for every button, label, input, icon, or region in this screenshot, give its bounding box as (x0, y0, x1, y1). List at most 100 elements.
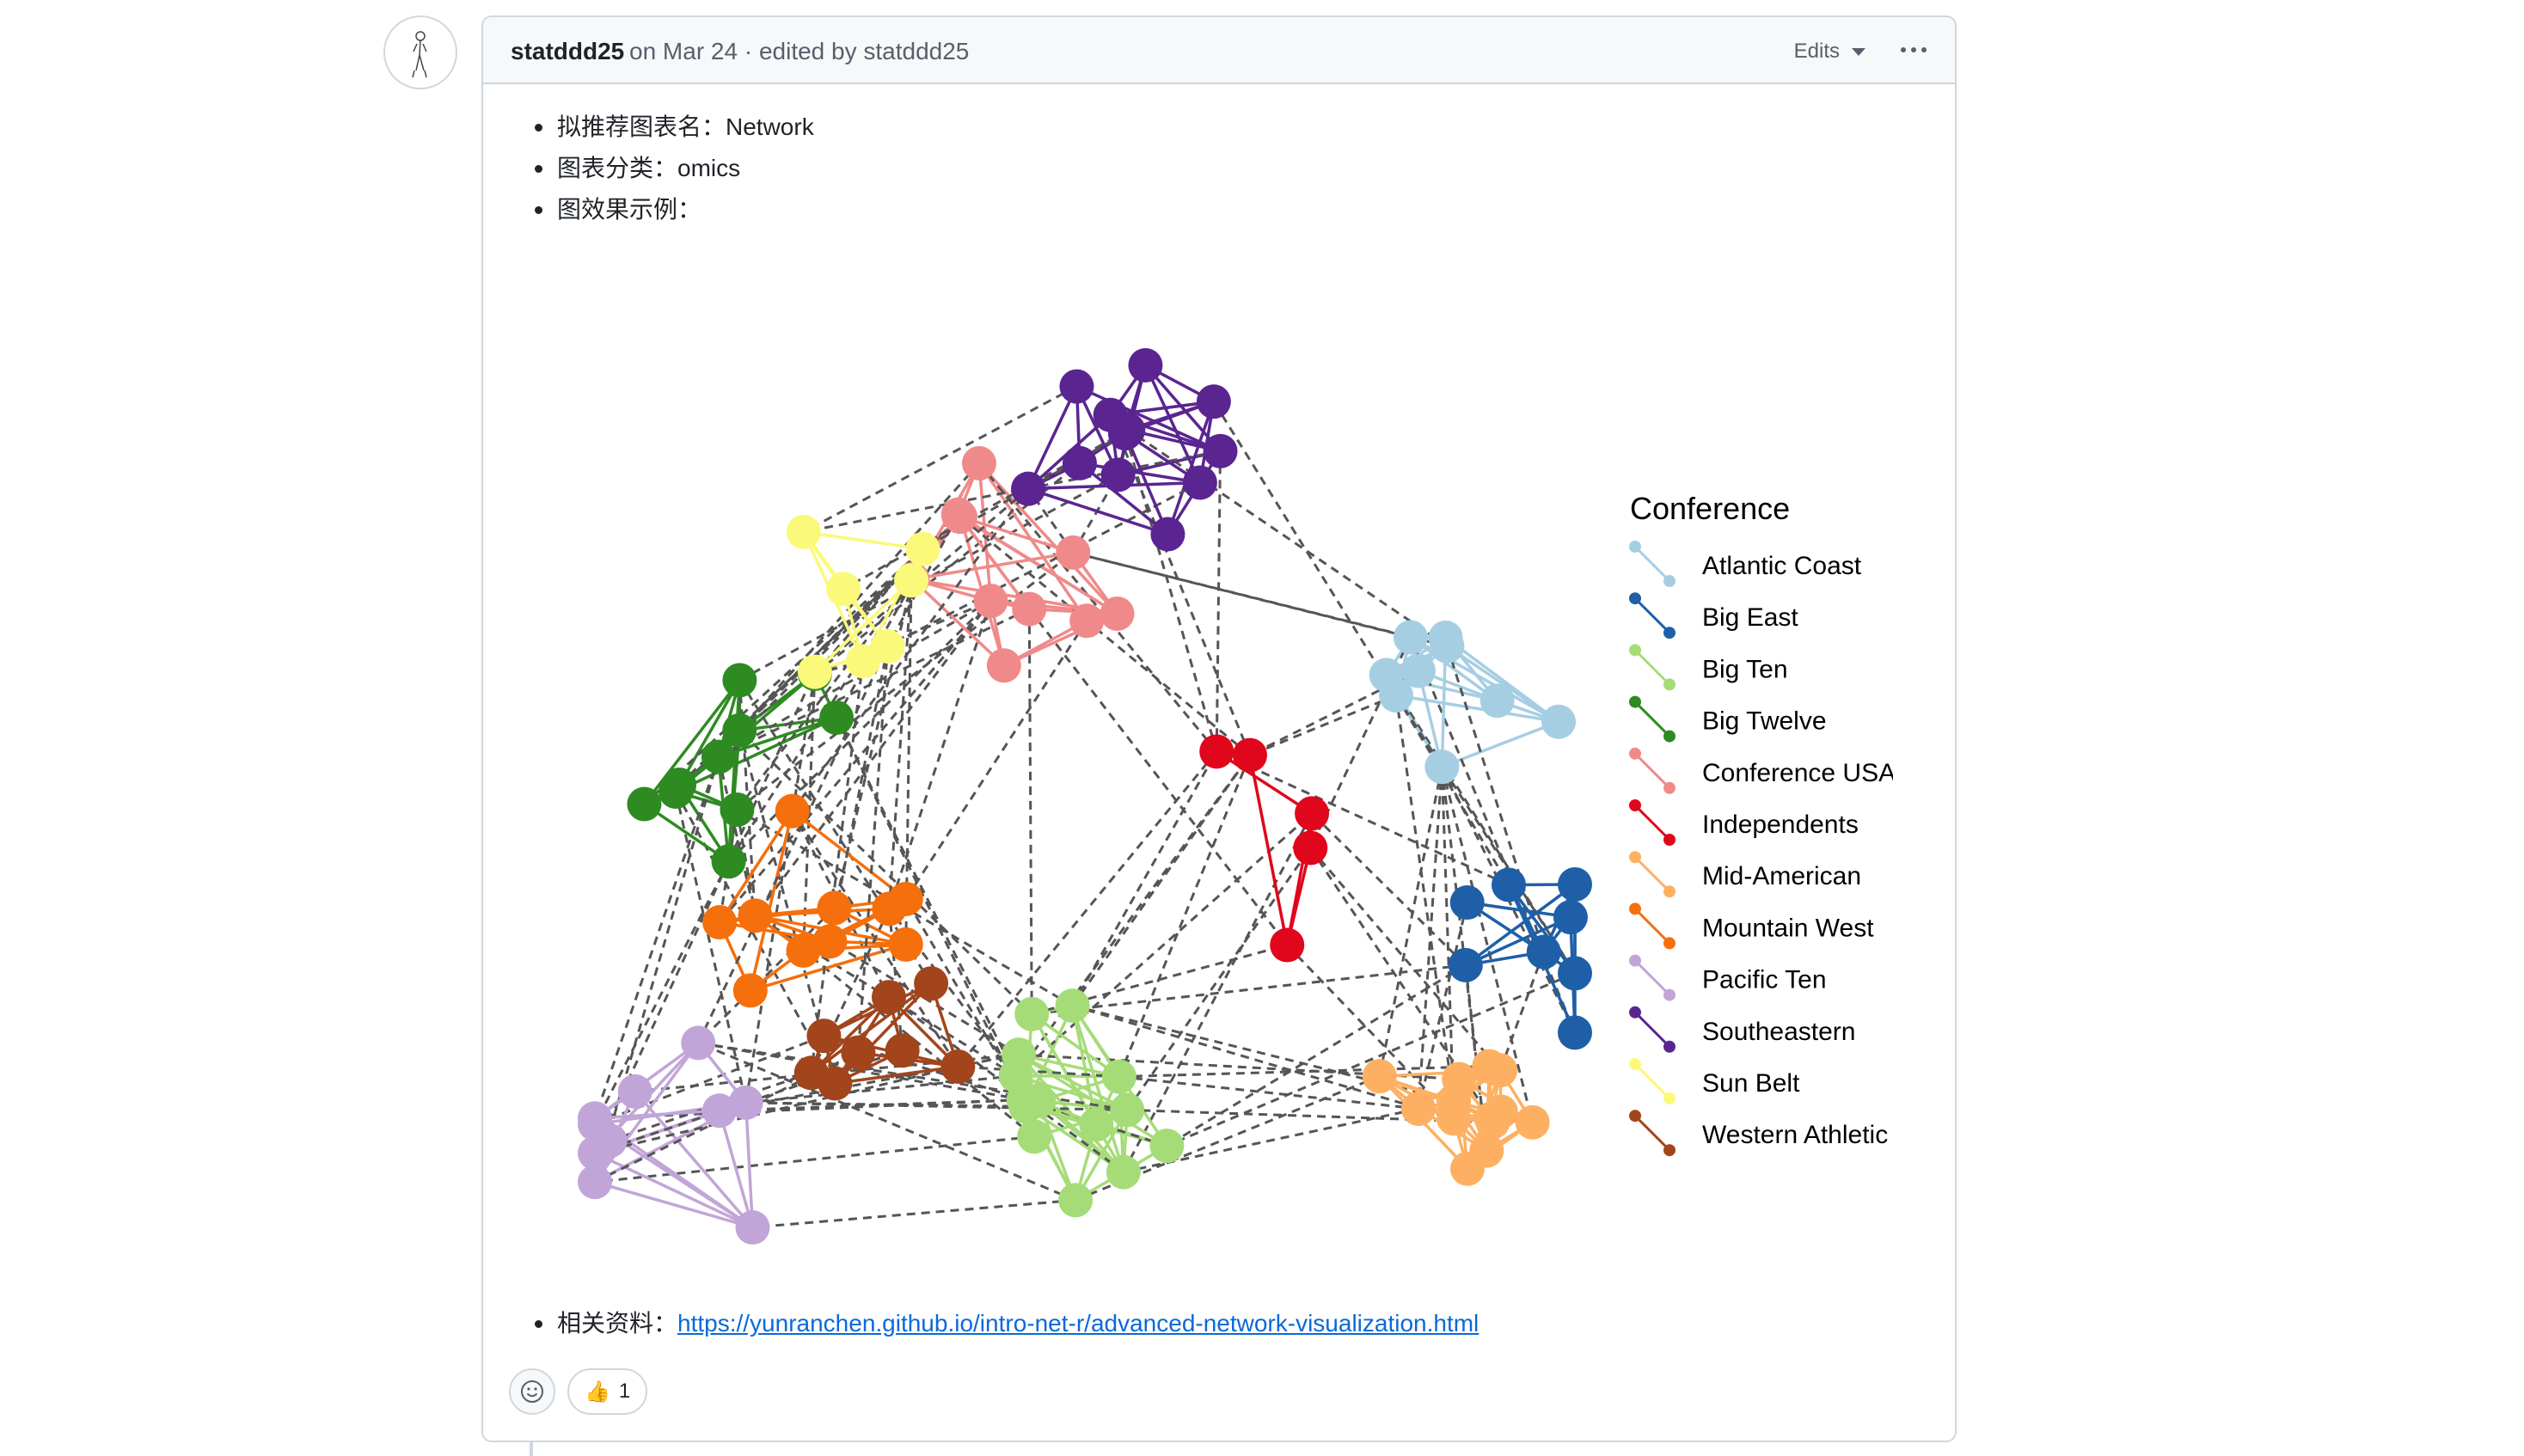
network-edge (813, 579, 913, 673)
network-node (1293, 830, 1328, 866)
network-edge (813, 487, 1030, 673)
network-node (1014, 996, 1050, 1031)
network-node (1424, 749, 1460, 785)
more-options-icon[interactable] (1893, 38, 1934, 62)
legend-swatch-dot (1629, 644, 1641, 657)
comment-meta[interactable]: on Mar 24 · edited by statddd25 (629, 38, 970, 64)
network-edge (1166, 401, 1216, 535)
network-edge (1498, 951, 1546, 1071)
network-edge (697, 907, 836, 1044)
legend-swatch-line (1633, 959, 1671, 996)
author-name[interactable]: statddd25 (511, 38, 625, 64)
network-node (806, 1019, 842, 1054)
network-edge (674, 791, 748, 1104)
avatar[interactable] (383, 15, 457, 89)
legend-label: Pacific Ten (1702, 966, 1827, 994)
network-edge (802, 949, 1036, 1138)
network-node (711, 844, 746, 879)
network-edge (593, 1042, 700, 1184)
network-edge (593, 860, 730, 1125)
network-edge (887, 908, 904, 1051)
network-node (1199, 734, 1234, 769)
network-edge (718, 716, 837, 759)
network-node (845, 644, 880, 679)
thumbs-up-reaction[interactable]: 👍 1 (567, 1368, 648, 1415)
network-edge (1444, 636, 1560, 724)
network-node (1558, 867, 1592, 902)
network-node (940, 497, 976, 532)
legend-swatch-line (1633, 752, 1671, 789)
network-node (940, 1049, 976, 1084)
network-node (1473, 1101, 1509, 1136)
legend-swatch-line (1633, 545, 1671, 583)
network-node (914, 966, 949, 1001)
network-node (1021, 1083, 1057, 1118)
network-edge (744, 673, 817, 1104)
network-edge (1378, 766, 1443, 1077)
comment-header: statddd25 on Mar 24 · edited by statddd2… (483, 17, 1955, 84)
network-edge (1070, 1005, 1125, 1173)
network-edge (738, 730, 836, 1084)
network-edge (1394, 694, 1510, 886)
network-edge (977, 462, 1218, 753)
legend-label: Atlantic Coast (1702, 552, 1862, 580)
network-edge (1031, 1012, 1120, 1079)
network-node (1449, 884, 1485, 920)
add-reaction-button[interactable] (509, 1368, 555, 1415)
network-node (578, 1135, 612, 1171)
network-edge (752, 1198, 1076, 1229)
list-item: 图表分类：omics (535, 148, 814, 189)
network-node (1428, 620, 1463, 655)
network-edge (835, 1065, 959, 1086)
network-node (578, 1101, 612, 1136)
edits-dropdown[interactable]: Edits (1794, 40, 1865, 64)
legend-swatch-dot (1663, 1040, 1676, 1053)
network-node (1472, 1049, 1507, 1084)
legend-swatch-dot (1663, 781, 1676, 794)
legend-swatch-dot (1629, 799, 1641, 811)
network-edge (904, 898, 1026, 1101)
network-edge (791, 487, 1030, 812)
resource-link[interactable]: https://yunranchen.github.io/intro-net-r… (677, 1310, 1479, 1337)
network-node (826, 572, 861, 607)
network-node (1541, 704, 1577, 739)
network-edge (1118, 1065, 1490, 1079)
network-edge (594, 1135, 1035, 1184)
legend-swatch-line (1633, 908, 1671, 945)
proposal-list: 拟推荐图表名：Network 图表分类：omics 图效果示例： (535, 107, 814, 230)
legend-label: Sun Belt (1702, 1069, 1800, 1098)
network-node (1558, 956, 1592, 991)
network-edge (1417, 767, 1443, 1110)
network-node (1469, 1133, 1504, 1168)
network-edge (1079, 462, 1201, 485)
legend-swatch-line (1633, 597, 1671, 634)
network-edge (1071, 750, 1218, 1006)
legend-swatch-dot (1629, 954, 1641, 967)
legend-label: Mountain West (1702, 914, 1874, 942)
network-node (1442, 1061, 1477, 1097)
list-item: 图效果示例： (535, 189, 814, 230)
network-edge (1464, 883, 1577, 967)
legend-swatch-dot (1629, 695, 1641, 708)
network-node (1069, 603, 1105, 639)
network-edge (810, 982, 933, 1074)
network-node (1196, 384, 1231, 419)
legend-label: Big Ten (1702, 655, 1788, 683)
network-edge (1118, 755, 1252, 1078)
network-edge (810, 661, 865, 1074)
network-edge (1127, 1108, 1493, 1124)
legend-swatch-dot (1663, 575, 1676, 587)
network-edge (738, 474, 1119, 682)
legend-swatch-line (1633, 1011, 1671, 1048)
legend-label: Conference USA (1702, 759, 1893, 787)
network-node (797, 654, 832, 689)
network-edge (1014, 754, 1252, 1077)
network-edge (1212, 401, 1398, 696)
network-edge (1118, 1075, 1419, 1110)
network-node (1056, 535, 1091, 570)
network-node (1002, 1037, 1037, 1073)
network-edge (735, 809, 757, 916)
network-node (872, 891, 907, 927)
network-edge (1124, 432, 1218, 752)
